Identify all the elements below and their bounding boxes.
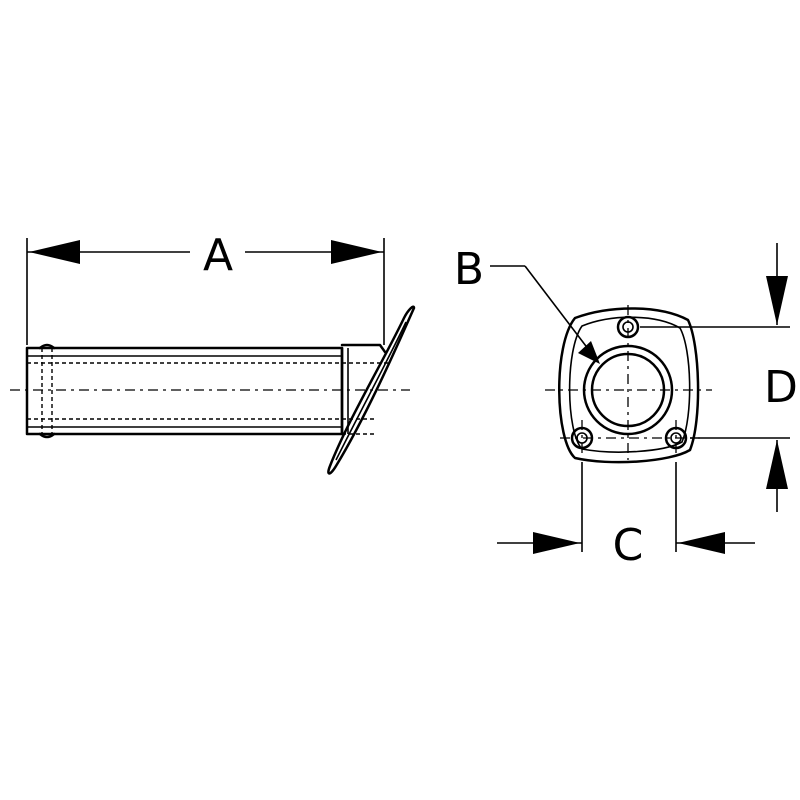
arrowhead-a-left [29, 240, 80, 264]
arrowhead-d-bottom [766, 440, 788, 489]
label-c: C [613, 520, 644, 571]
label-b: B [454, 244, 484, 295]
front-view: B D C [454, 243, 798, 571]
collar-top [340, 343, 387, 354]
end-cap-top-notch [38, 343, 56, 350]
flange-plate-inner [568, 316, 691, 453]
dimension-a: A [27, 230, 384, 281]
tube-outline [25, 346, 344, 436]
arrowhead-b [578, 341, 600, 364]
arrowhead-d-top [766, 276, 788, 325]
end-cap-bottom-notch [38, 432, 56, 439]
tube-body [25, 343, 390, 439]
label-d: D [764, 362, 798, 413]
arrowhead-c-right [678, 532, 725, 554]
flange-plate-outline [558, 307, 700, 464]
flange-inner-line [335, 321, 407, 461]
dimension-c: C [497, 462, 755, 571]
leader-b-diagonal [524, 265, 593, 355]
dimension-b: B [454, 244, 600, 364]
arrowhead-c-left [533, 532, 580, 554]
dimension-d: D [640, 243, 798, 512]
side-view: A [10, 230, 416, 475]
label-a: A [203, 230, 233, 281]
flange-outline [327, 305, 416, 475]
arrowhead-a-right [331, 240, 382, 264]
angled-flange [327, 305, 416, 475]
